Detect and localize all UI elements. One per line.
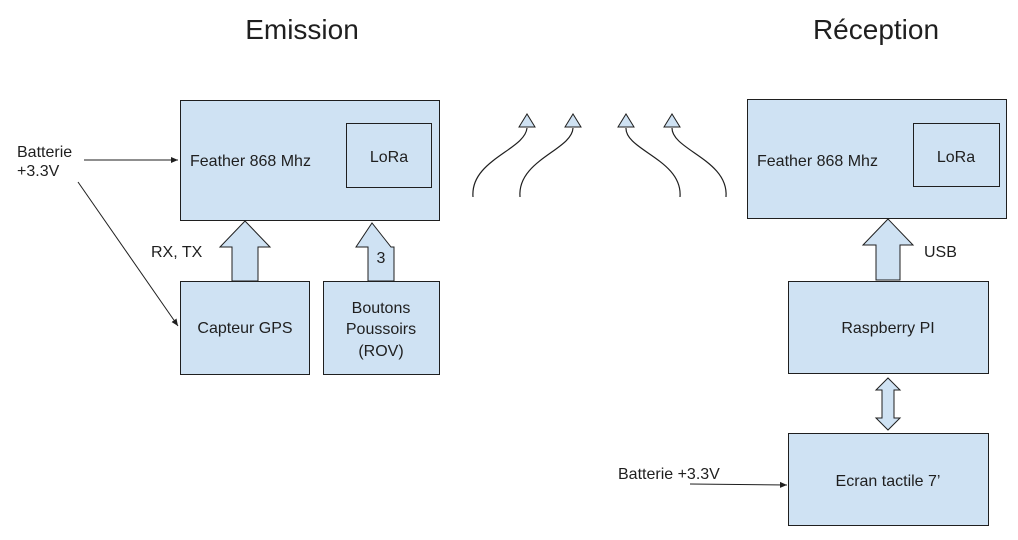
buttons-link-label: 3 (377, 250, 386, 267)
raspberry-screen-bidirectional-arrow (874, 377, 902, 431)
radio-wave-1 (472, 127, 528, 198)
screen-label: Ecran tactile 7’ (836, 473, 941, 490)
gps-to-feather-arrow (218, 220, 272, 282)
radio-wave-4 (671, 127, 727, 198)
emission-title: Emission (245, 14, 359, 45)
buttons-to-feather-arrow (355, 222, 395, 282)
radio-wave-2 (519, 127, 574, 198)
radio-waves (472, 113, 727, 198)
radio-wave-1-arrowhead (518, 113, 536, 128)
raspberry-to-feather-arrow (861, 218, 915, 281)
buttons-label-line1: Boutons (352, 300, 411, 317)
battery-to-screen-arrow (689, 481, 788, 488)
emission-feather-label: Feather 868 Mhz (190, 153, 311, 170)
reception-lora-box (913, 123, 1000, 187)
reception-lora-label: LoRa (937, 149, 975, 166)
radio-wave-4-arrowhead (663, 113, 681, 128)
emission-lora-box (346, 123, 432, 188)
battery-to-gps-arrow (77, 181, 179, 327)
buttons-label-line2: Poussoirs (346, 321, 416, 338)
raspberry-box (788, 281, 989, 374)
radio-wave-3 (625, 127, 681, 198)
emission-feather-module: Feather 868 Mhz LoRa (180, 100, 440, 221)
emission-battery-label-line1: Batterie (17, 144, 72, 161)
reception-title: Réception (813, 14, 939, 45)
radio-wave-3-arrowhead (617, 113, 635, 128)
reception-feather-label: Feather 868 Mhz (757, 153, 878, 170)
emission-lora-label: LoRa (370, 149, 408, 166)
gps-box (180, 281, 310, 375)
radio-wave-2-arrowhead (564, 113, 582, 128)
raspberry-label: Raspberry PI (841, 320, 934, 337)
reception-battery-label: Batterie +3.3V (618, 466, 720, 483)
usb-label: USB (924, 244, 957, 261)
buttons-box (323, 281, 440, 375)
screen-box (788, 433, 989, 526)
buttons-label-line3: (ROV) (358, 343, 403, 360)
reception-feather-module: Feather 868 Mhz LoRa (747, 99, 1007, 219)
gps-label: Capteur GPS (197, 320, 292, 337)
gps-link-label: RX, TX (151, 244, 203, 261)
emission-battery-label-line2: +3.3V (17, 163, 60, 180)
